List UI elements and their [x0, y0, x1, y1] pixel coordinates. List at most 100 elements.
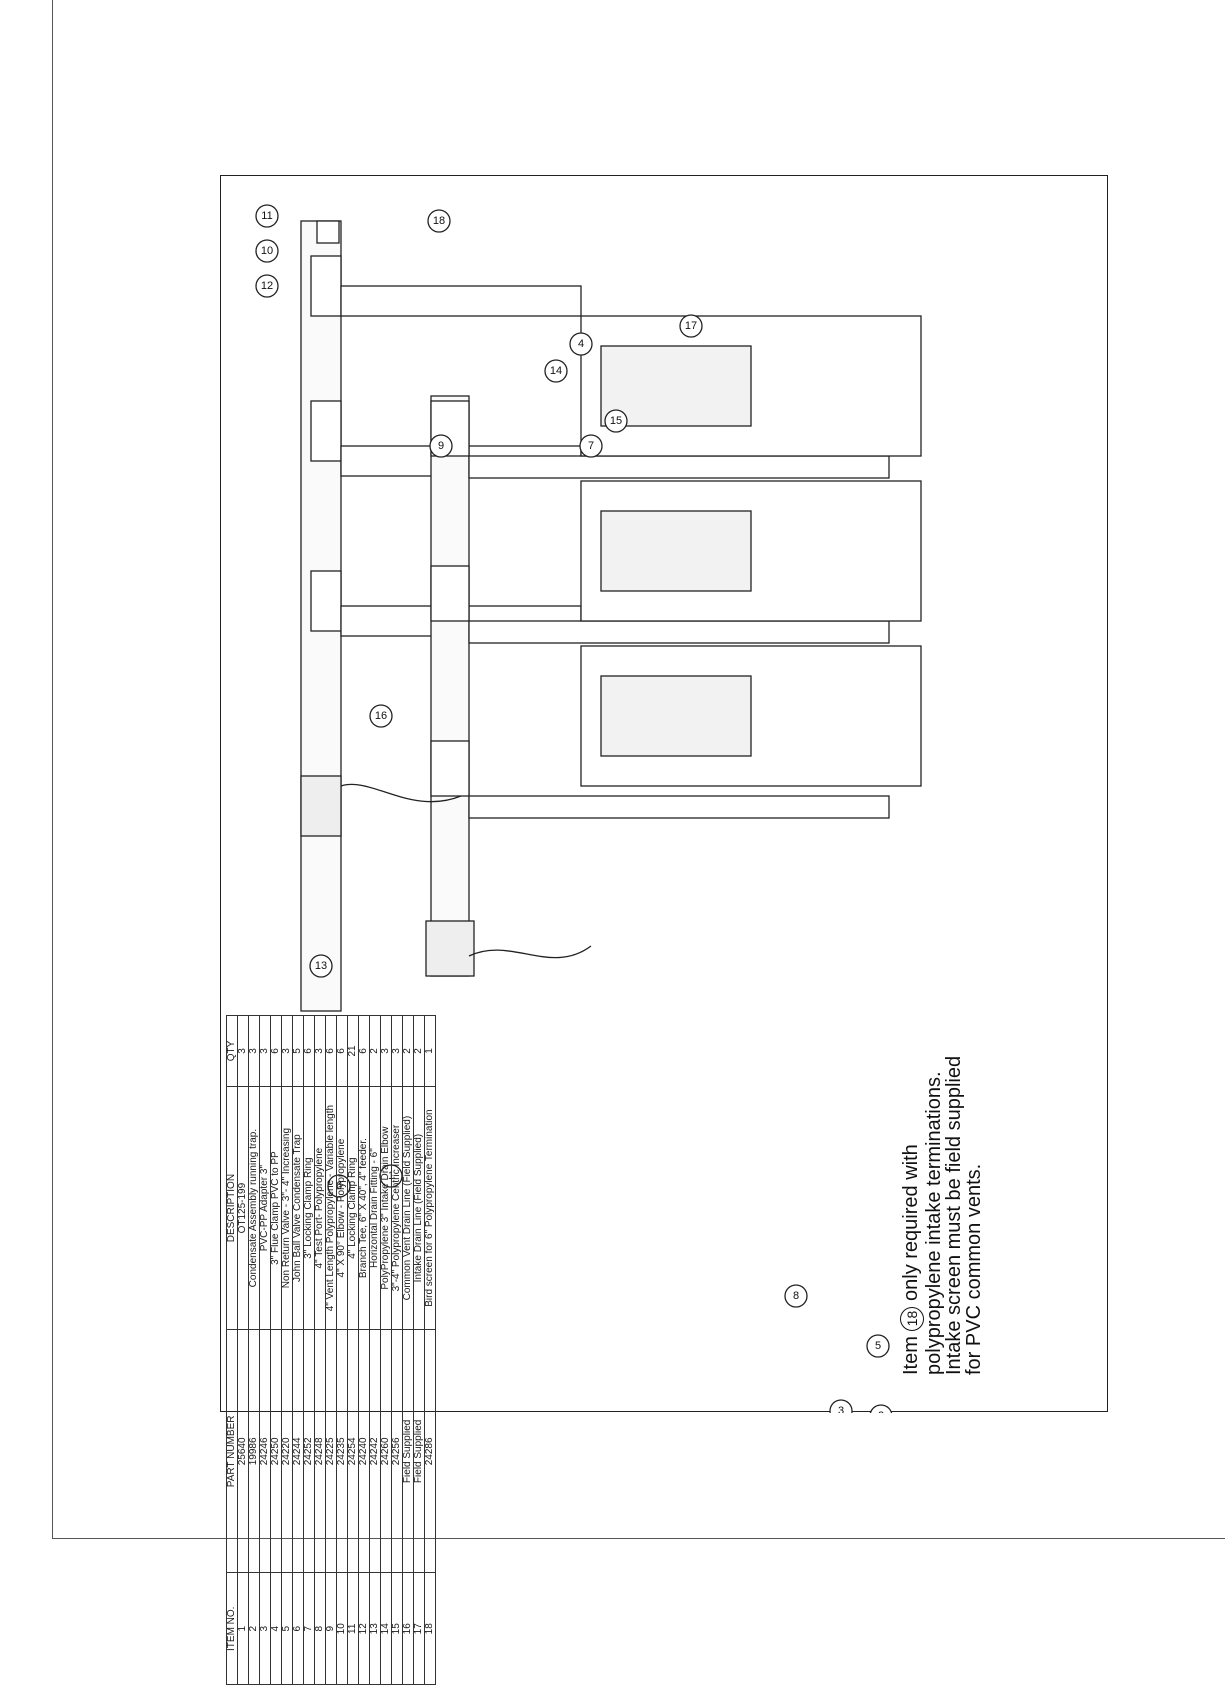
- cell-part: 24242: [369, 1329, 381, 1573]
- cell-qty: 6: [270, 1015, 282, 1087]
- svg-text:17: 17: [685, 320, 697, 332]
- callout-9: 9: [429, 434, 453, 458]
- cell-qty: 3: [380, 1015, 392, 1087]
- cell-description: John Ball Valve Condensate Trap: [292, 1086, 304, 1330]
- cell-qty: 3: [248, 1015, 260, 1087]
- cell-part: 24220: [281, 1329, 293, 1573]
- cell-item: 10: [336, 1573, 348, 1685]
- cell-part: 19986: [248, 1329, 260, 1573]
- cell-item: 18: [424, 1573, 436, 1685]
- venting-diagram: 1 2 3 4 5 6 7 8 9 10 11 12 13 14 15 16 1…: [255, 204, 922, 1413]
- cell-qty: 3: [259, 1015, 271, 1087]
- cell-item: 14: [380, 1573, 392, 1685]
- cell-description: Horizontal Drain Fitting - 6": [369, 1086, 381, 1330]
- svg-text:5: 5: [875, 1340, 881, 1352]
- callout-5: 5: [866, 1334, 890, 1358]
- svg-text:13: 13: [315, 960, 327, 972]
- cell-item: 5: [281, 1573, 293, 1685]
- callout-16: 16: [369, 704, 393, 728]
- callout-2: 2: [869, 1404, 893, 1413]
- lower-tee-3: [430, 740, 470, 797]
- cell-description: 4" Test Port- Polypropylene: [314, 1086, 326, 1330]
- cell-part: 24244: [292, 1329, 304, 1573]
- svg-text:18: 18: [433, 215, 445, 227]
- cell-item: 9: [325, 1573, 337, 1685]
- cell-description: 4" X 90° Elbow - Polypropylene: [336, 1086, 348, 1330]
- note-line-4: for PVC common vents.: [963, 1163, 985, 1375]
- cell-item: 12: [358, 1573, 370, 1685]
- cell-part: 24254: [347, 1329, 359, 1573]
- cell-description: 4" Vent Length Polypropylene - Variable …: [325, 1086, 337, 1330]
- intake-riser-3: [468, 795, 890, 819]
- svg-text:10: 10: [261, 245, 273, 257]
- callout-18: 18: [427, 209, 451, 233]
- riser-1: [340, 285, 582, 317]
- callout-11: 11: [255, 204, 279, 228]
- cell-part: 24246: [259, 1329, 271, 1573]
- cell-description: Bird screen for 6" Polypropylene Termina…: [424, 1086, 436, 1330]
- vent-drain-hose: [340, 783, 462, 803]
- cell-description: Branch Tee, 6" X 40", 4" feeder.: [358, 1086, 370, 1330]
- cell-description: Non Return Valve - 3"- 4" Increasing: [281, 1086, 293, 1330]
- cell-qty: 6: [336, 1015, 348, 1087]
- cell-part: 24225: [325, 1329, 337, 1573]
- cell-description: OT125-199: [237, 1086, 249, 1330]
- svg-text:6: 6: [336, 1180, 342, 1192]
- intake-riser-1: [468, 455, 890, 479]
- upper-tee-1: [310, 255, 342, 317]
- table-header-row: ITEM NO. PART NUMBER DESCRIPTION QTY: [226, 1015, 238, 1685]
- callout-4: 4: [569, 332, 593, 356]
- cell-description: Condensate Assembly running trap.: [248, 1086, 260, 1330]
- svg-text:12: 12: [261, 280, 273, 292]
- callout-3: 3: [829, 1399, 853, 1413]
- cell-qty: 6: [303, 1015, 315, 1087]
- callout-1: 1: [379, 1164, 403, 1188]
- svg-text:15: 15: [610, 415, 622, 427]
- boiler-2-panel: [600, 510, 752, 592]
- intake-riser-2: [468, 620, 890, 644]
- intake-screen-note: Item 18 only required with polypropylene…: [900, 975, 1010, 1375]
- lower-common-intake-pipe: [430, 395, 470, 977]
- cell-part: 25640: [237, 1329, 249, 1573]
- boiler-1-panel: [600, 345, 752, 427]
- cell-part: 24250: [270, 1329, 282, 1573]
- cell-part: 24248: [314, 1329, 326, 1573]
- cell-item: 11: [347, 1573, 359, 1685]
- lower-tee-2: [430, 565, 470, 622]
- cell-part: 24286: [424, 1329, 436, 1573]
- callout-12: 12: [255, 274, 279, 298]
- callout-7: 7: [579, 434, 603, 458]
- cell-part: Field Supplied: [413, 1329, 425, 1573]
- upper-vent-drain-fitting: [300, 775, 342, 837]
- note-line-2: polypropylene intake terminations.: [923, 1071, 945, 1375]
- cell-item: 16: [402, 1573, 414, 1685]
- cell-part: 24235: [336, 1329, 348, 1573]
- cell-part: 24256: [391, 1329, 403, 1573]
- page-border: [52, 0, 1225, 1539]
- callout-8: 8: [784, 1284, 808, 1308]
- callout-15: 15: [604, 409, 628, 433]
- cell-item: 4: [270, 1573, 282, 1685]
- cell-part: 24240: [358, 1329, 370, 1573]
- note-line-3: Intake screen must be field supplied: [943, 1055, 965, 1375]
- note-prefix: Item: [900, 1336, 922, 1375]
- upper-vent-end-cap: [316, 220, 340, 244]
- cell-qty: 5: [292, 1015, 304, 1087]
- svg-text:9: 9: [438, 440, 444, 452]
- cell-qty: 3: [281, 1015, 293, 1087]
